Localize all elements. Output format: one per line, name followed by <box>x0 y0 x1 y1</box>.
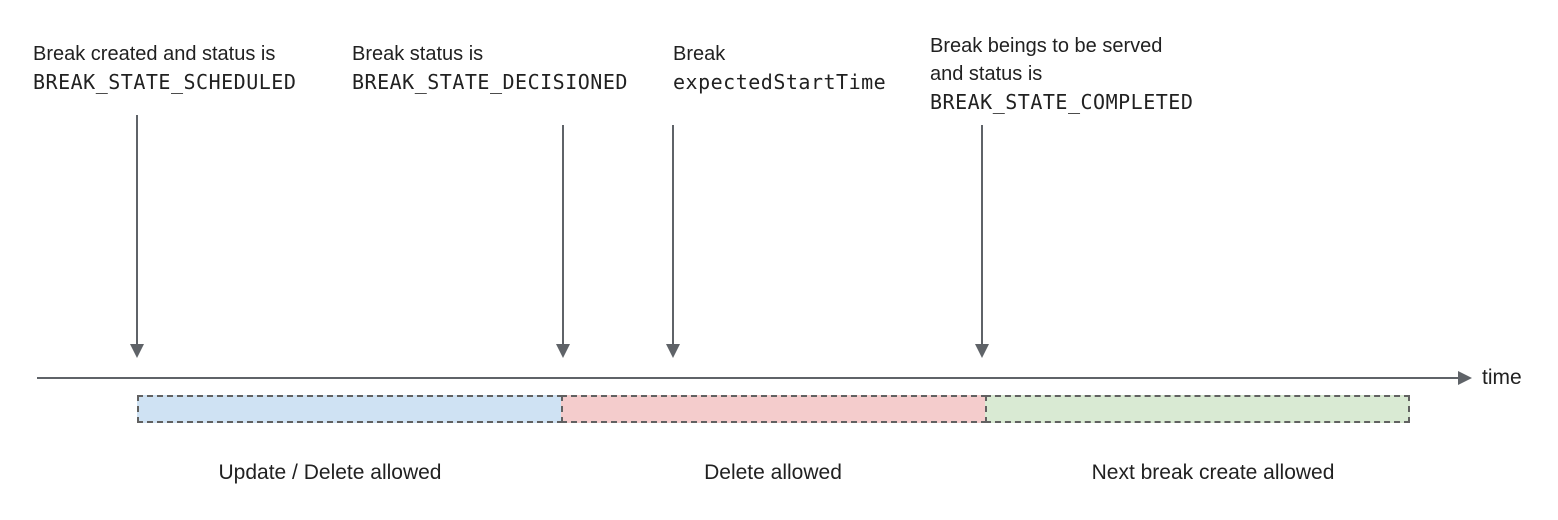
annotation-text: Break beings to be served <box>930 35 1163 57</box>
segment-next-break-create-allowed <box>985 395 1410 423</box>
arrowhead-down-icon <box>666 344 680 358</box>
down-arrow-decisioned <box>556 125 570 358</box>
arrowhead-down-icon <box>130 344 144 358</box>
arrow-stem <box>672 125 674 345</box>
arrow-stem <box>136 115 138 345</box>
arrow-stem <box>981 125 983 345</box>
annotation-state-code: BREAK_STATE_COMPLETED <box>930 90 1194 114</box>
annotation-state-code: BREAK_STATE_SCHEDULED <box>33 70 297 94</box>
annotation-break-decisioned: Break status is BREAK_STATE_DECISIONED <box>352 40 628 96</box>
down-arrow-scheduled <box>130 115 144 358</box>
annotation-text: Break created and status is <box>33 43 276 65</box>
annotation-text: Break status is <box>352 43 484 65</box>
segment-label-update-delete: Update / Delete allowed <box>218 461 442 484</box>
arrowhead-down-icon <box>975 344 989 358</box>
time-axis-label: time <box>1482 366 1522 389</box>
segment-update-delete-allowed <box>137 395 563 423</box>
arrowhead-right-icon <box>1458 371 1472 385</box>
arrowhead-down-icon <box>556 344 570 358</box>
annotation-break-completed: Break beings to be served and status is … <box>930 32 1193 116</box>
time-axis-line <box>37 377 1459 379</box>
annotation-expected-start-time: Break expectedStartTime <box>673 40 886 96</box>
down-arrow-expected-start <box>666 125 680 358</box>
annotation-text: and status is <box>930 63 1043 85</box>
annotation-state-code: BREAK_STATE_DECISIONED <box>352 70 628 94</box>
down-arrow-completed <box>975 125 989 358</box>
segment-delete-allowed <box>561 395 987 423</box>
annotation-break-scheduled: Break created and status is BREAK_STATE_… <box>33 40 296 96</box>
annotation-text: Break <box>673 43 726 65</box>
annotation-field-code: expectedStartTime <box>673 70 887 94</box>
segment-label-next-break-create: Next break create allowed <box>1091 461 1335 484</box>
segment-label-delete: Delete allowed <box>704 461 842 484</box>
arrow-stem <box>562 125 564 345</box>
